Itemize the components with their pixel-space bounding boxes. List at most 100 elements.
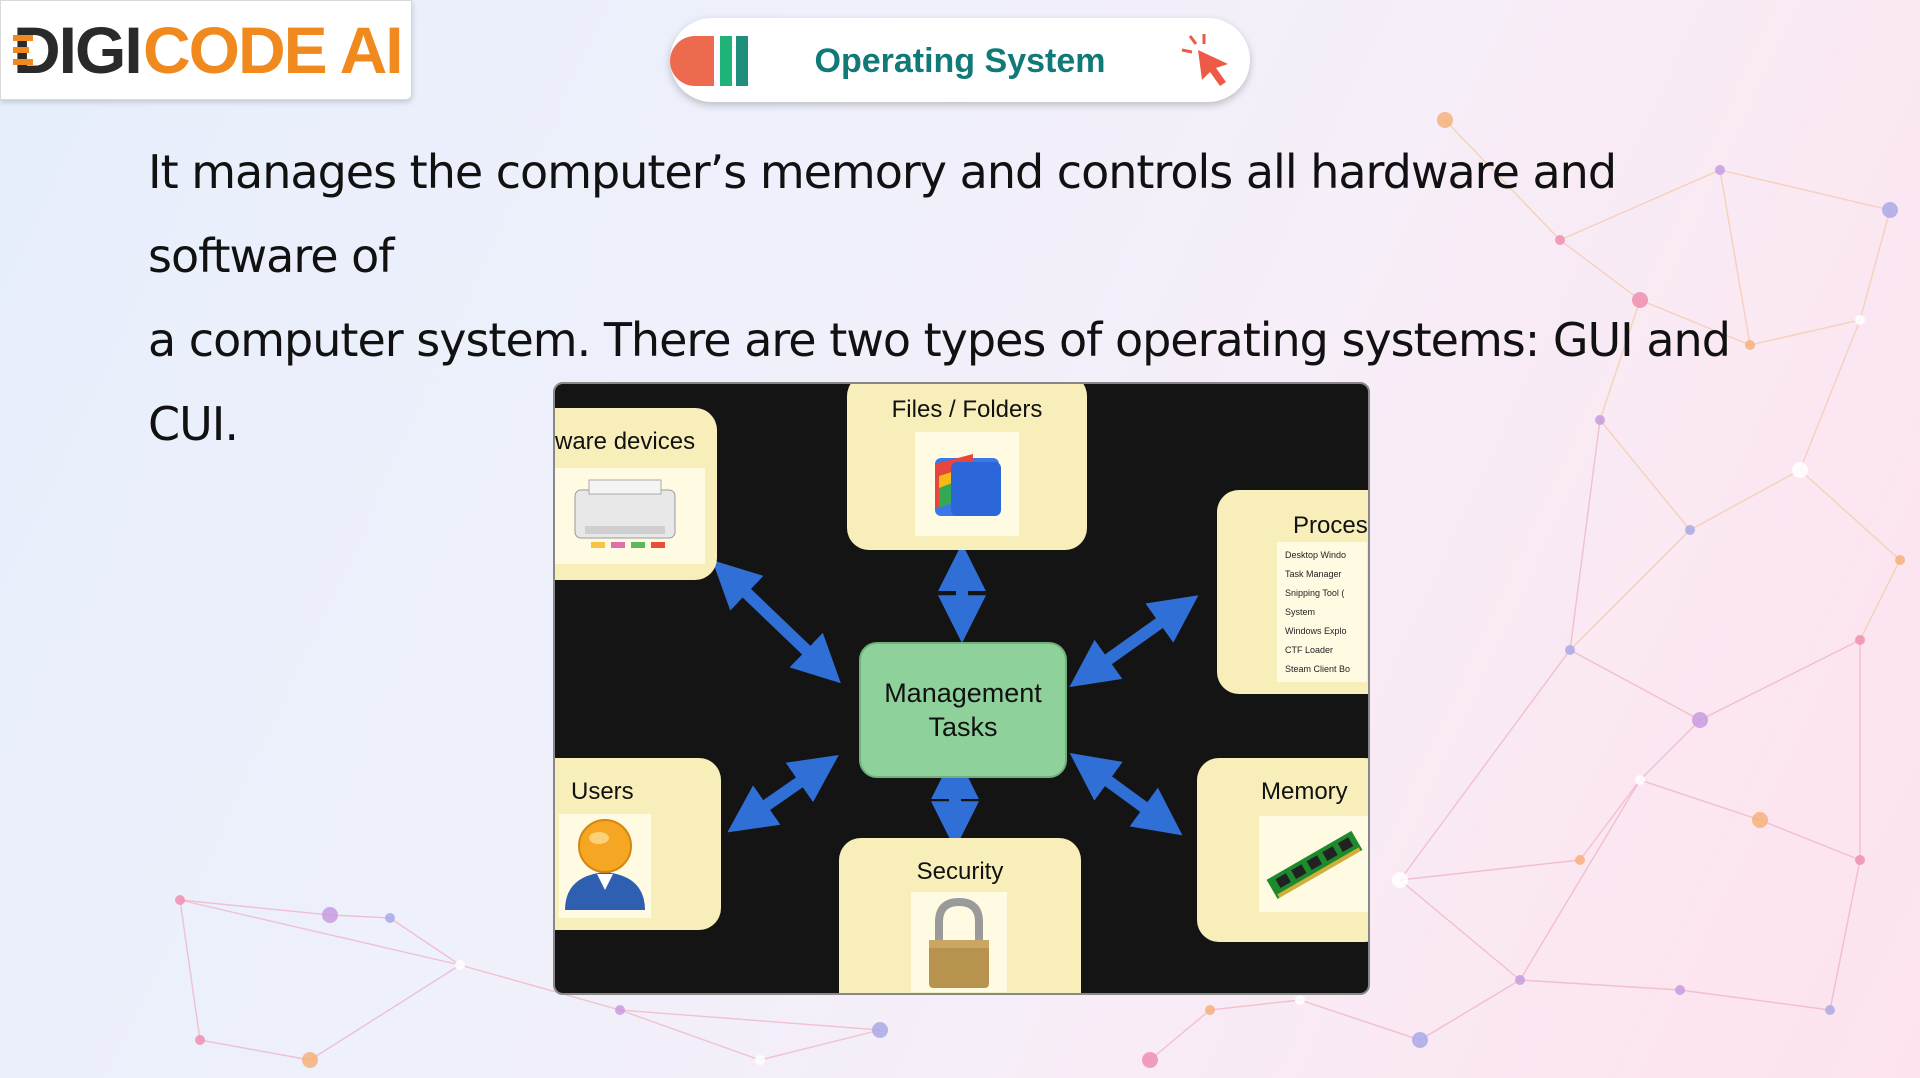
- network-node: [175, 895, 185, 905]
- cursor-click-icon: [1181, 34, 1228, 86]
- network-node: [455, 960, 465, 970]
- node-files-label: Files / Folders: [891, 396, 1043, 423]
- network-node: [1437, 112, 1453, 128]
- network-node: [1632, 292, 1648, 308]
- network-edge: [179, 899, 461, 966]
- printer-icon: [555, 468, 705, 564]
- network-edge: [1699, 639, 1861, 721]
- network-edge: [1399, 879, 1521, 981]
- network-node: [195, 1035, 205, 1045]
- node-users: Users: [555, 758, 721, 930]
- intro-line-2: a computer system. There are two types o…: [148, 313, 1731, 451]
- network-edge: [179, 899, 331, 916]
- network-node: [1575, 855, 1585, 865]
- network-node: [1595, 415, 1605, 425]
- arrow-memory: [1069, 753, 1183, 836]
- center-label-line-2: Tasks: [928, 712, 998, 742]
- network-edge: [1859, 209, 1891, 321]
- node-users-label: Users: [571, 778, 634, 805]
- padlock-icon: [911, 892, 1007, 992]
- network-edge: [1749, 319, 1861, 346]
- network-edge: [1559, 169, 1721, 241]
- network-edge: [1599, 299, 1641, 421]
- svg-text:DIGI: DIGI: [13, 15, 141, 85]
- node-processes: Proces Desktop Windo Task Manager Snippi…: [1217, 490, 1368, 694]
- network-edge: [1719, 169, 1751, 346]
- network-edge: [179, 899, 201, 1041]
- node-hardware-label: ware devices: [555, 428, 696, 455]
- network-edge: [459, 964, 621, 1011]
- network-edge: [1639, 779, 1761, 821]
- os-management-diagram: ware devices Files / Folders: [553, 382, 1370, 995]
- network-edge: [1759, 819, 1861, 861]
- network-edge: [1519, 779, 1641, 981]
- ram-stick-icon: [1259, 816, 1368, 912]
- arrow-processes: [1069, 595, 1199, 688]
- network-edge: [1799, 469, 1901, 561]
- network-edge: [1679, 989, 1831, 1011]
- network-edge: [1719, 169, 1891, 211]
- network-node: [1855, 635, 1865, 645]
- network-edge: [1419, 979, 1521, 1041]
- digicode-logo-icon: DIGI CODE AI: [13, 15, 403, 85]
- network-node: [1675, 985, 1685, 995]
- network-edge: [1859, 559, 1901, 641]
- svg-text:CODE AI: CODE AI: [143, 15, 402, 85]
- network-node: [755, 1055, 765, 1065]
- network-edge: [1599, 419, 1691, 531]
- folder-icon: [915, 432, 1019, 536]
- task-list-icon: Desktop Windo Task Manager Snipping Tool…: [1277, 542, 1367, 682]
- network-node: [322, 907, 338, 923]
- network-edge: [1209, 999, 1301, 1011]
- process-item: Snipping Tool (: [1285, 588, 1345, 598]
- network-node: [1412, 1032, 1428, 1048]
- network-edge: [1639, 719, 1701, 781]
- network-node: [1715, 165, 1725, 175]
- network-edge: [199, 1039, 311, 1061]
- node-processes-label: Proces: [1293, 512, 1368, 539]
- node-management-tasks: Management Tasks: [859, 642, 1067, 778]
- network-node: [1792, 462, 1808, 478]
- node-memory: Memory: [1197, 758, 1368, 942]
- network-node: [1825, 1005, 1835, 1015]
- network-edge: [1799, 319, 1861, 471]
- network-edge: [1829, 859, 1861, 1011]
- network-node: [385, 913, 395, 923]
- user-icon: [559, 814, 651, 918]
- network-edge: [1569, 419, 1601, 651]
- network-edge: [1444, 119, 1561, 241]
- node-files-folders: Files / Folders: [847, 384, 1087, 550]
- process-item: Steam Client Bo: [1285, 664, 1351, 674]
- network-edge: [1399, 859, 1581, 881]
- network-node: [1685, 525, 1695, 535]
- network-edge: [759, 1029, 881, 1061]
- network-edge: [1519, 979, 1681, 991]
- network-node: [1692, 712, 1708, 728]
- arrow-hardware: [712, 560, 841, 684]
- network-node: [872, 1022, 888, 1038]
- network-node: [1635, 775, 1645, 785]
- network-edge: [329, 914, 391, 919]
- network-edge: [619, 1009, 881, 1031]
- network-node: [1142, 1052, 1158, 1068]
- network-edge: [1579, 779, 1641, 861]
- diagram-arrows: [712, 543, 1199, 850]
- network-node: [1855, 315, 1865, 325]
- process-item: Task Manager: [1285, 569, 1342, 579]
- process-item: System: [1285, 607, 1316, 617]
- network-edge: [1399, 649, 1571, 881]
- network-node: [1895, 555, 1905, 565]
- network-edge: [1149, 1009, 1211, 1061]
- network-edge: [1569, 529, 1691, 651]
- network-edge: [1569, 649, 1701, 721]
- node-memory-label: Memory: [1261, 778, 1348, 805]
- network-edge: [619, 1009, 761, 1061]
- node-security-label: Security: [916, 858, 1004, 885]
- network-node: [1515, 975, 1525, 985]
- network-node: [615, 1005, 625, 1015]
- network-edge: [1639, 299, 1751, 346]
- node-hardware-devices: ware devices: [555, 408, 717, 580]
- network-edge: [389, 917, 461, 966]
- network-node: [1752, 812, 1768, 828]
